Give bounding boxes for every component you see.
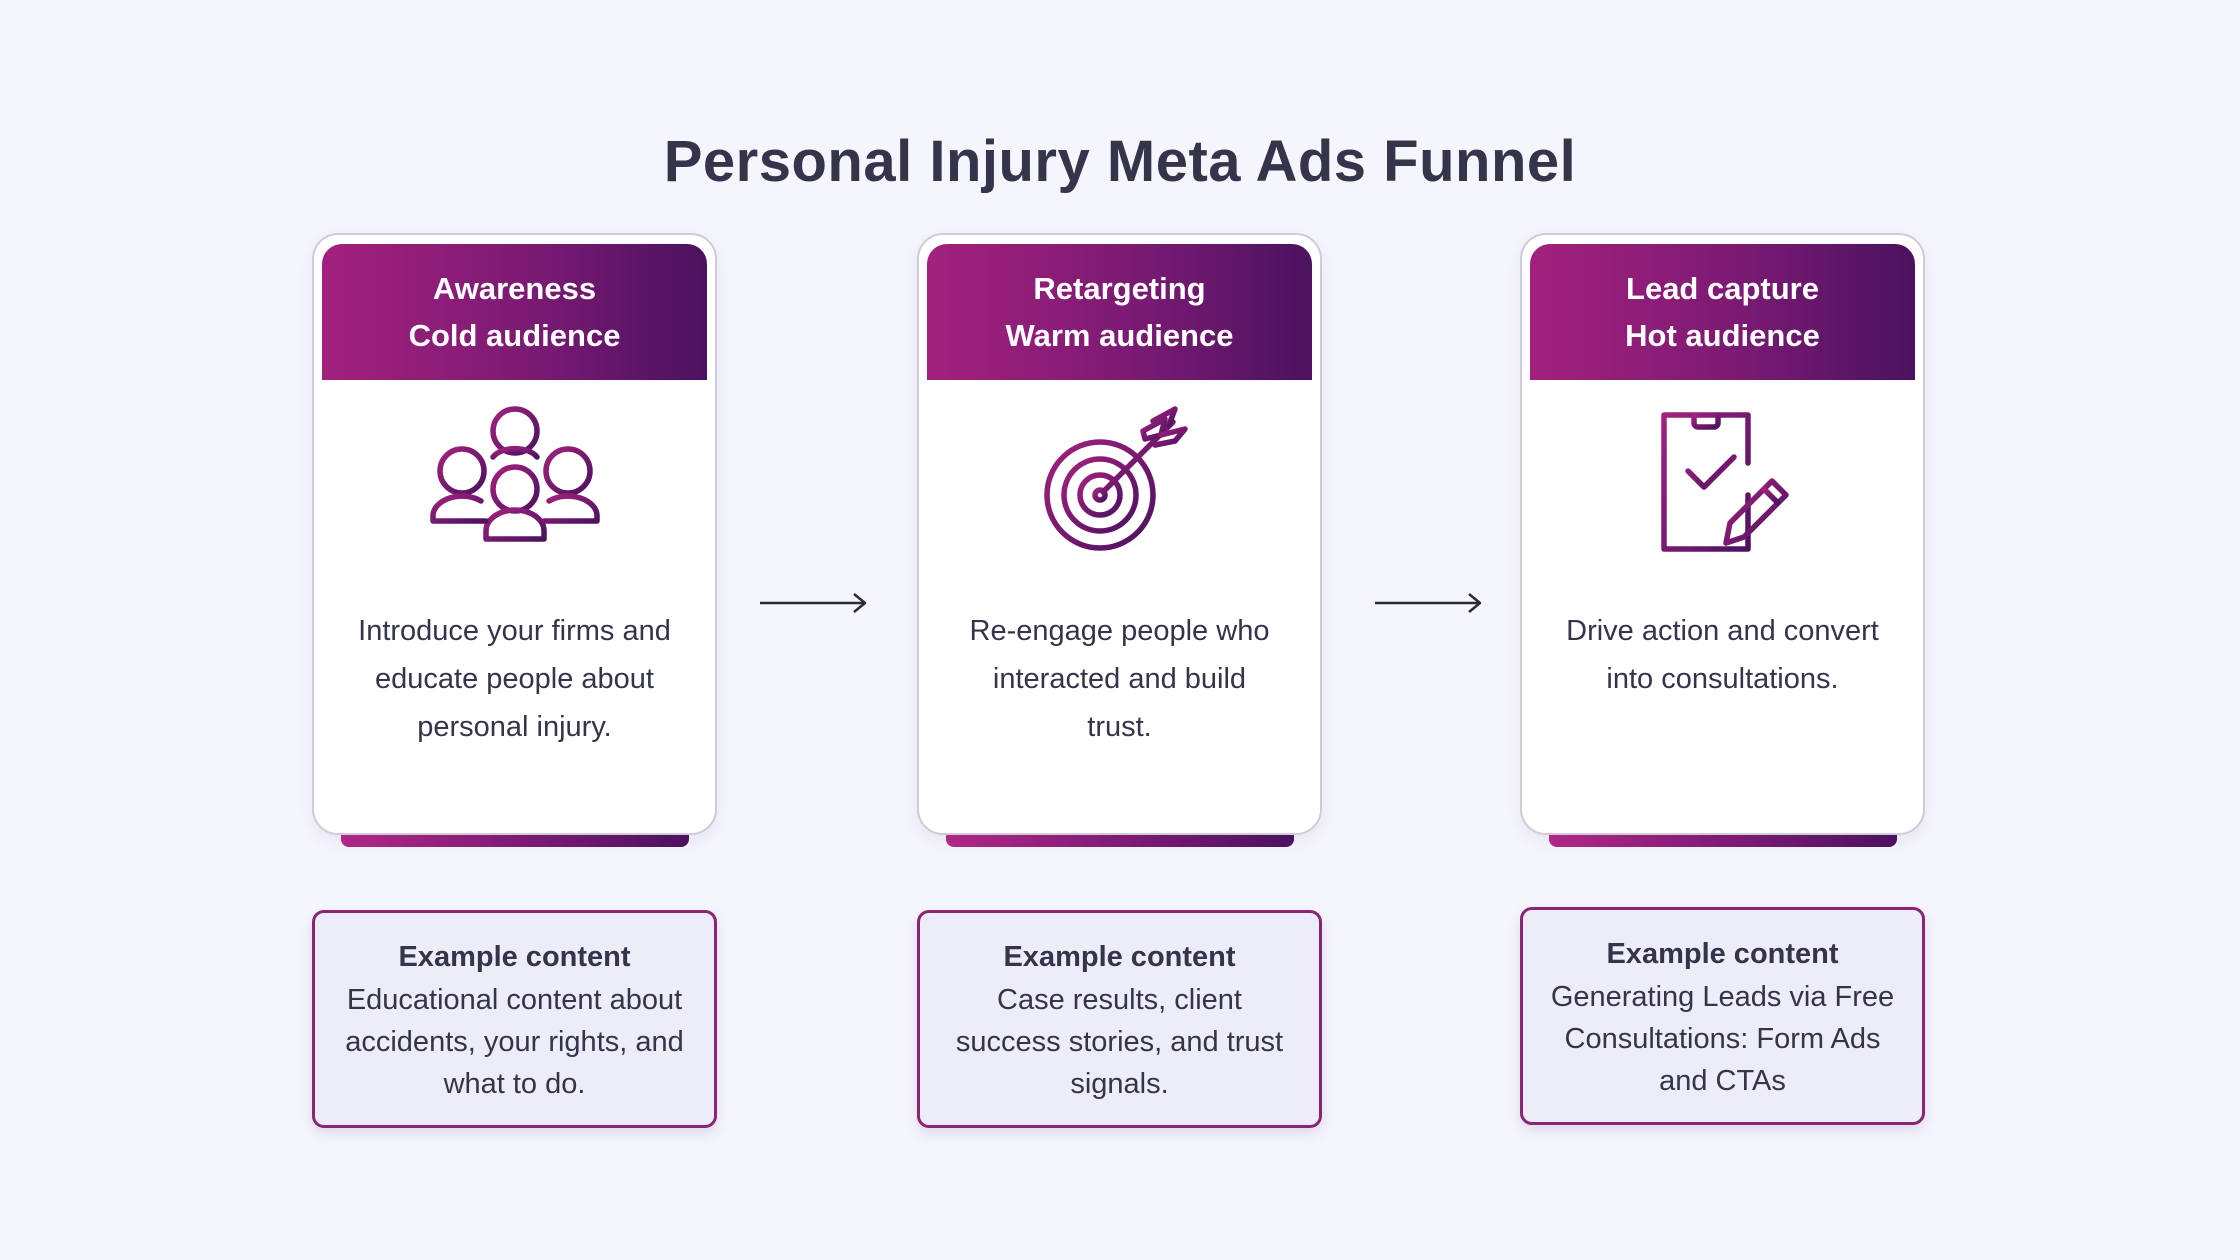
example-content-lead-capture: Example content Generating Leads via Fre… xyxy=(1520,907,1925,1125)
stage-bar-awareness xyxy=(341,835,689,847)
people-group-icon xyxy=(314,405,715,565)
stage-header-awareness: Awareness Cold audience xyxy=(322,244,707,380)
stage-audience: Hot audience xyxy=(1625,318,1820,353)
page-title: Personal Injury Meta Ads Funnel xyxy=(663,129,1577,194)
clipboard-check-pencil-icon xyxy=(1522,405,1923,565)
example-title: Example content xyxy=(398,941,631,973)
example-text: Case results, client success stories, an… xyxy=(955,984,1284,1100)
stage-description: Drive action and convert into consultati… xyxy=(1566,615,1879,695)
example-title: Example content xyxy=(1003,941,1236,973)
stage-description: Introduce your firms and educate people … xyxy=(358,615,671,743)
arrow-right-icon xyxy=(1375,593,1482,613)
example-content-retargeting: Example content Case results, client suc… xyxy=(917,910,1322,1128)
example-text: Generating Leads via Free Consultations:… xyxy=(1550,981,1895,1097)
stage-name: Awareness xyxy=(432,271,597,306)
stage-bar-lead-capture xyxy=(1549,835,1897,847)
example-content-awareness: Example content Educational content abou… xyxy=(312,910,717,1128)
target-arrow-icon xyxy=(919,405,1320,565)
example-text: Educational content about accidents, you… xyxy=(345,984,684,1100)
stage-card-lead-capture: Lead capture Hot audience Drive action a… xyxy=(1520,233,1925,835)
stage-card-awareness: Awareness Cold audience Introduce your f… xyxy=(312,233,717,835)
stage-card-retargeting: Retargeting Warm audience Re-engage peop… xyxy=(917,233,1322,835)
arrow-right-icon xyxy=(760,593,867,613)
stage-header-retargeting: Retargeting Warm audience xyxy=(927,244,1312,380)
stage-description: Re-engage people who interacted and buil… xyxy=(969,615,1270,743)
stage-header-lead-capture: Lead capture Hot audience xyxy=(1530,244,1915,380)
stage-name: Retargeting xyxy=(1033,271,1206,306)
stage-audience: Cold audience xyxy=(408,318,621,353)
example-title: Example content xyxy=(1606,938,1839,970)
stage-bar-retargeting xyxy=(946,835,1294,847)
stage-name: Lead capture xyxy=(1626,271,1819,306)
stage-audience: Warm audience xyxy=(1005,318,1234,353)
